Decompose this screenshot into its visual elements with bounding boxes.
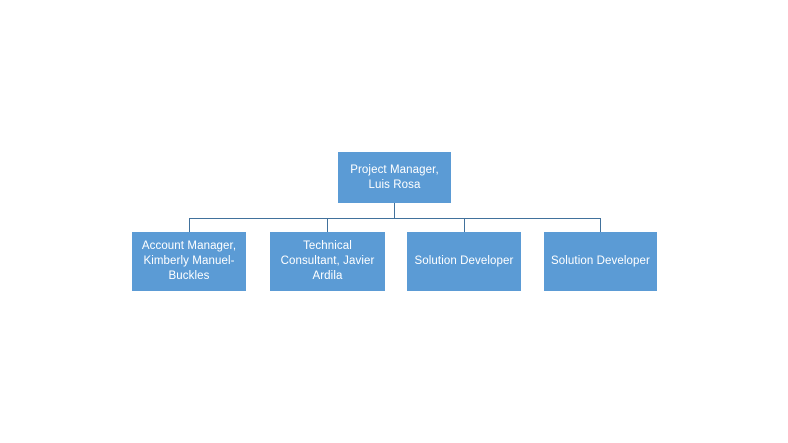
org-node-project-manager[interactable]: Project Manager, Luis Rosa: [338, 152, 451, 203]
connector-drop-child-4: [600, 218, 601, 232]
org-node-label: Project Manager, Luis Rosa: [350, 163, 439, 191]
connector-root-stem: [394, 203, 395, 219]
org-node-label: Technical Consultant, Javier Ardila: [280, 240, 375, 282]
org-node-solution-developer-2[interactable]: Solution Developer: [544, 232, 657, 291]
connector-drop-child-3: [464, 218, 465, 232]
org-node-account-manager[interactable]: Account Manager, Kimberly Manuel-Buckles: [132, 232, 246, 291]
org-node-label: Solution Developer: [551, 255, 650, 267]
connector-drop-child-2: [327, 218, 328, 232]
connector-horizontal-bus: [189, 218, 601, 219]
org-node-label: Account Manager, Kimberly Manuel-Buckles: [141, 240, 237, 282]
org-node-technical-consultant[interactable]: Technical Consultant, Javier Ardila: [270, 232, 385, 291]
org-node-solution-developer-1[interactable]: Solution Developer: [407, 232, 521, 291]
connector-drop-child-1: [189, 218, 190, 232]
org-node-label: Solution Developer: [414, 255, 514, 267]
